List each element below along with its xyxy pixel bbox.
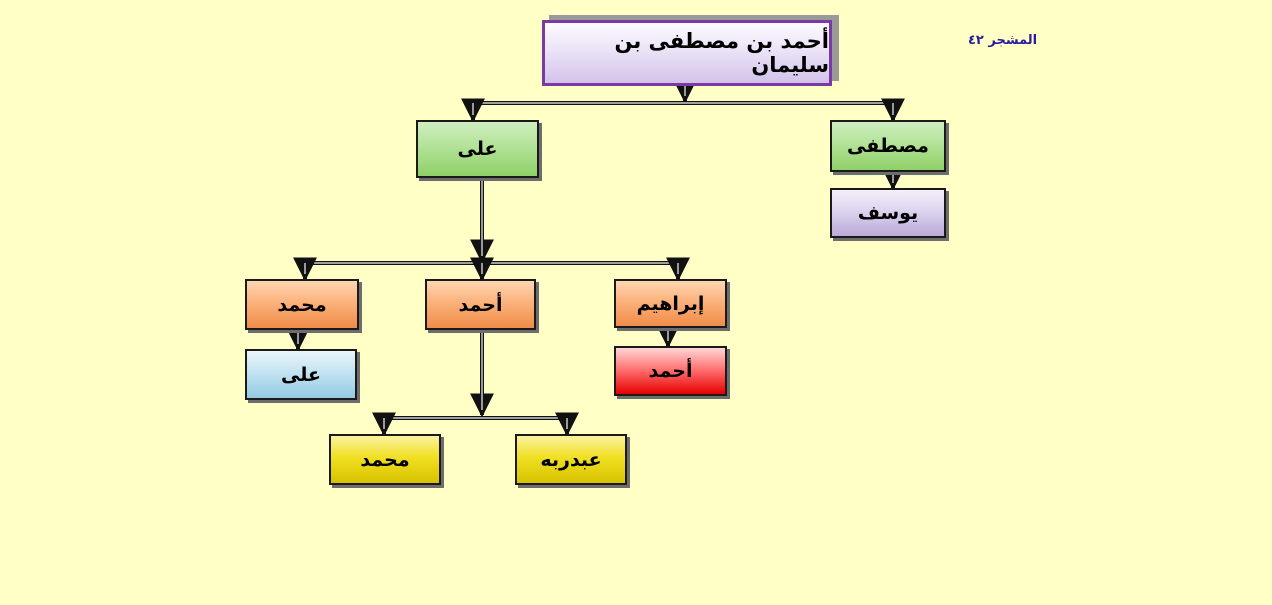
- node-ali-label: على: [457, 138, 498, 160]
- node-ali: على: [416, 120, 539, 178]
- node-ibrahim-ahmad-label: أحمد: [648, 360, 693, 382]
- node-muhammad-ali-label: على: [281, 363, 321, 386]
- node-abdrabbo: عبدربه: [515, 434, 627, 485]
- node-muhammad: محمد: [245, 279, 359, 330]
- node-ahmad-label: أحمد: [458, 293, 503, 316]
- root-node-label: أحمد بن مصطفى بن سليمان: [614, 29, 829, 77]
- node-muhammad-ali: على: [245, 349, 357, 400]
- node-muhammad-label: محمد: [277, 293, 327, 316]
- node-mustafa-label: مصطفى: [847, 135, 929, 157]
- node-mustafa: مصطفى: [830, 120, 946, 172]
- node-ibrahim-ahmad: أحمد: [614, 346, 727, 396]
- node-ibrahim: إبراهيم: [614, 279, 727, 328]
- node-yusuf-label: يوسف: [857, 202, 919, 224]
- node-ahmad: أحمد: [425, 279, 536, 330]
- node-ibrahim-label: إبراهيم: [636, 292, 705, 315]
- node-ahmad-muhammad: محمد: [329, 434, 441, 485]
- page-number-label: المشجر ٤٢: [968, 33, 1038, 48]
- node-ahmad-muhammad-label: محمد: [360, 448, 410, 471]
- root-node: أحمد بن مصطفى بن سليمان: [542, 20, 832, 86]
- node-abdrabbo-label: عبدربه: [540, 448, 602, 471]
- node-yusuf: يوسف: [830, 188, 946, 238]
